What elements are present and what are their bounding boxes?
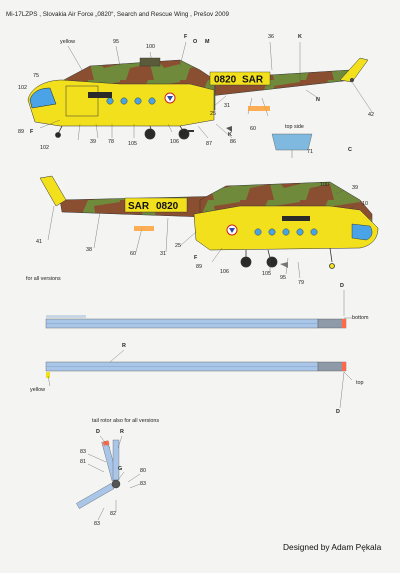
callout-r60: 60 [130, 251, 136, 257]
callout-r39: 39 [352, 185, 358, 191]
sar-marking-1: SAR [242, 75, 264, 86]
callout-rF: F [194, 255, 198, 261]
callout-r95: 95 [280, 275, 286, 281]
callout-t83a: 83 [80, 449, 86, 455]
callout-75: 75 [33, 73, 39, 79]
cabin-windows [106, 97, 156, 105]
callout-t83b: 83 [140, 481, 146, 487]
callout-106: 106 [170, 139, 179, 145]
callout-97: 97 [180, 131, 186, 137]
callout-F: F [184, 34, 188, 40]
callout-C: C [348, 147, 352, 153]
tail-fin [339, 57, 369, 83]
callout-102: 102 [18, 85, 27, 91]
callout-r100: 100 [320, 182, 329, 188]
callout-42: 42 [368, 112, 374, 118]
callout-bR: R [122, 343, 126, 349]
callout-r25: 25 [175, 243, 181, 249]
callout-K: K [298, 34, 302, 40]
label-top: top [356, 380, 364, 386]
callout-t81: 81 [80, 459, 86, 465]
callout-60: 60 [250, 126, 256, 132]
rotor-blade-top [45, 361, 347, 378]
callout-tG: G [118, 466, 123, 472]
callout-bD2: D [336, 409, 340, 415]
callout-86: 86 [230, 139, 236, 145]
callout-yellow: yellow [60, 39, 75, 45]
callout-105: 105 [128, 141, 137, 147]
landing-gear-2 [240, 247, 335, 269]
label-top-side: top side [285, 124, 304, 130]
callout-102-lower: 102 [40, 145, 49, 151]
tail-rotor [76, 439, 121, 509]
landing-gear-1 [55, 125, 190, 140]
callout-78: 78 [108, 139, 114, 145]
callout-31: 31 [224, 103, 230, 109]
callout-M: M [205, 39, 210, 45]
designer-credit: Designed by Adam Pękala [283, 542, 382, 552]
callout-O: O [193, 39, 198, 45]
callout-36: 36 [268, 34, 274, 40]
page-title: Mi-17LZPS , Slovakia Air Force „0820“, S… [6, 11, 229, 18]
sar-marking-2: SAR [128, 201, 150, 212]
callout-byellow: yellow [30, 387, 45, 393]
callout-t82: 82 [110, 511, 116, 517]
callout-N: N [316, 97, 320, 103]
callout-F-lower: F [30, 129, 34, 135]
label-tail-rotor: tail rotor also for all versions [92, 418, 160, 424]
callout-100: 100 [146, 44, 155, 50]
serial-number-2: 0820 [156, 201, 179, 212]
callout-r10: 10 [362, 201, 368, 207]
rotor-blade-bottom [45, 315, 347, 329]
callout-K-lower: K [228, 132, 232, 138]
helicopter-right-side: SAR 0820 [39, 175, 379, 279]
callout-t80: 80 [140, 468, 146, 474]
callout-tR: R [120, 429, 124, 435]
callout-89: 89 [18, 129, 24, 135]
callout-95: 95 [113, 39, 119, 45]
callout-39: 39 [90, 139, 96, 145]
callout-r79: 79 [298, 280, 304, 286]
cabin-door [65, 85, 99, 117]
serial-number-1: 0820 [214, 75, 237, 86]
callout-bD: D [340, 283, 344, 289]
callout-71: 71 [307, 149, 313, 155]
top-side-part [271, 133, 313, 158]
cabin-windows-2 [254, 228, 318, 236]
label-all-versions: for all versions [26, 276, 61, 282]
callout-87: 87 [206, 141, 212, 147]
callout-r41: 41 [36, 239, 42, 245]
callout-r38: 38 [86, 247, 92, 253]
callout-r106: 106 [220, 269, 229, 275]
callout-25: 25 [210, 111, 216, 117]
callout-r31: 31 [160, 251, 166, 257]
tail-fin-2 [39, 175, 67, 207]
callout-tD: D [96, 429, 100, 435]
callout-t83c: 83 [94, 521, 100, 527]
label-bottom: bottom [352, 315, 369, 321]
helicopter-left-side: 0820 SAR [27, 41, 373, 141]
callout-r89: 89 [196, 264, 202, 270]
callout-r105: 105 [262, 271, 271, 277]
